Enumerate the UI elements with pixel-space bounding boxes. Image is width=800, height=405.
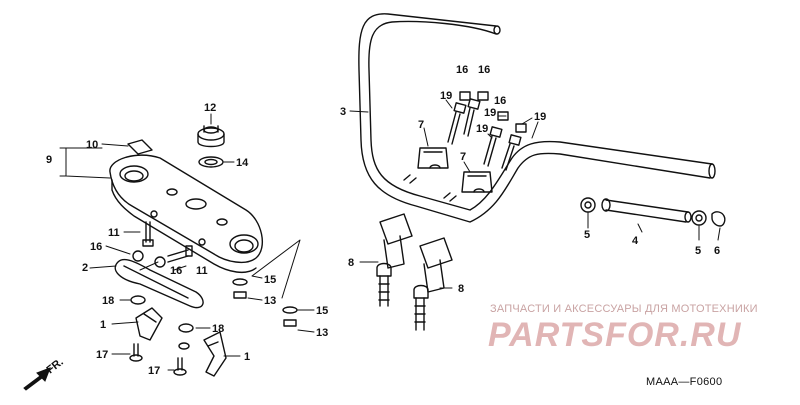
callout-11: 11 [196, 265, 208, 277]
callout-3: 3 [340, 106, 346, 118]
watermark-tagline: ЗАПЧАСТИ И АКСЕССУАРЫ ДЛЯ МОТОТЕХНИКИ [490, 303, 758, 315]
callout-18: 18 [102, 295, 114, 307]
callout-13: 13 [264, 295, 276, 307]
callout-5: 5 [695, 245, 701, 257]
balancer-rod [580, 197, 726, 227]
callout-5: 5 [584, 229, 590, 241]
callout-16: 16 [478, 64, 490, 76]
callout-8: 8 [458, 283, 464, 295]
bridge-bolts [142, 221, 193, 263]
lower-holder-right [413, 237, 453, 331]
callout-19: 19 [484, 107, 496, 119]
callout-4: 4 [632, 235, 639, 247]
collar-1 [130, 295, 146, 305]
callout-2: 2 [82, 262, 88, 274]
callout-16: 16 [494, 95, 506, 107]
top-plate [127, 139, 153, 155]
handlebar-bolts [447, 91, 527, 171]
watermark-logo: PARTSFOR.RU [488, 316, 742, 354]
collar-2 [178, 323, 194, 333]
callout-15: 15 [316, 305, 328, 317]
callout-13: 13 [316, 327, 328, 339]
callout-16: 16 [90, 241, 102, 253]
callout-9: 9 [46, 154, 52, 166]
front-arrow-icon [23, 367, 51, 391]
upper-holder-left [417, 147, 449, 169]
handlebar [358, 13, 716, 223]
diagram-code: MAAA—F0600 [646, 376, 723, 388]
callout-1: 1 [100, 319, 106, 331]
callout-17: 17 [148, 365, 160, 377]
callout-1: 1 [244, 351, 250, 363]
lower-holder-left [376, 213, 413, 307]
bracket-left [135, 307, 163, 341]
callout-10: 10 [86, 139, 98, 151]
leader-lines [59, 99, 721, 371]
callout-7: 7 [418, 119, 424, 131]
cable-guide [114, 250, 204, 309]
callout-19: 19 [476, 123, 488, 135]
screws [129, 342, 190, 376]
callout-14: 14 [236, 157, 249, 169]
callout-18: 18 [212, 323, 224, 335]
callout-16: 16 [456, 64, 468, 76]
callout-15: 15 [264, 274, 276, 286]
callout-12: 12 [204, 102, 216, 114]
callout-6: 6 [714, 245, 720, 257]
stem-nut [197, 125, 225, 148]
callout-19: 19 [534, 111, 546, 123]
top-bridge [109, 154, 264, 274]
callout-17: 17 [96, 349, 108, 361]
callout-19: 19 [440, 90, 452, 102]
upper-holder-right [461, 171, 493, 193]
callout-8: 8 [348, 257, 354, 269]
callout-11: 11 [108, 227, 120, 239]
callout-7: 7 [460, 151, 466, 163]
callout-labels: 1 1 2 3 4 5 5 6 7 7 8 8 9 10 11 11 12 13… [46, 64, 720, 377]
callout-16: 16 [170, 265, 182, 277]
stem-washer [198, 156, 224, 168]
bracket-right [203, 331, 227, 377]
washers-left [232, 278, 298, 327]
